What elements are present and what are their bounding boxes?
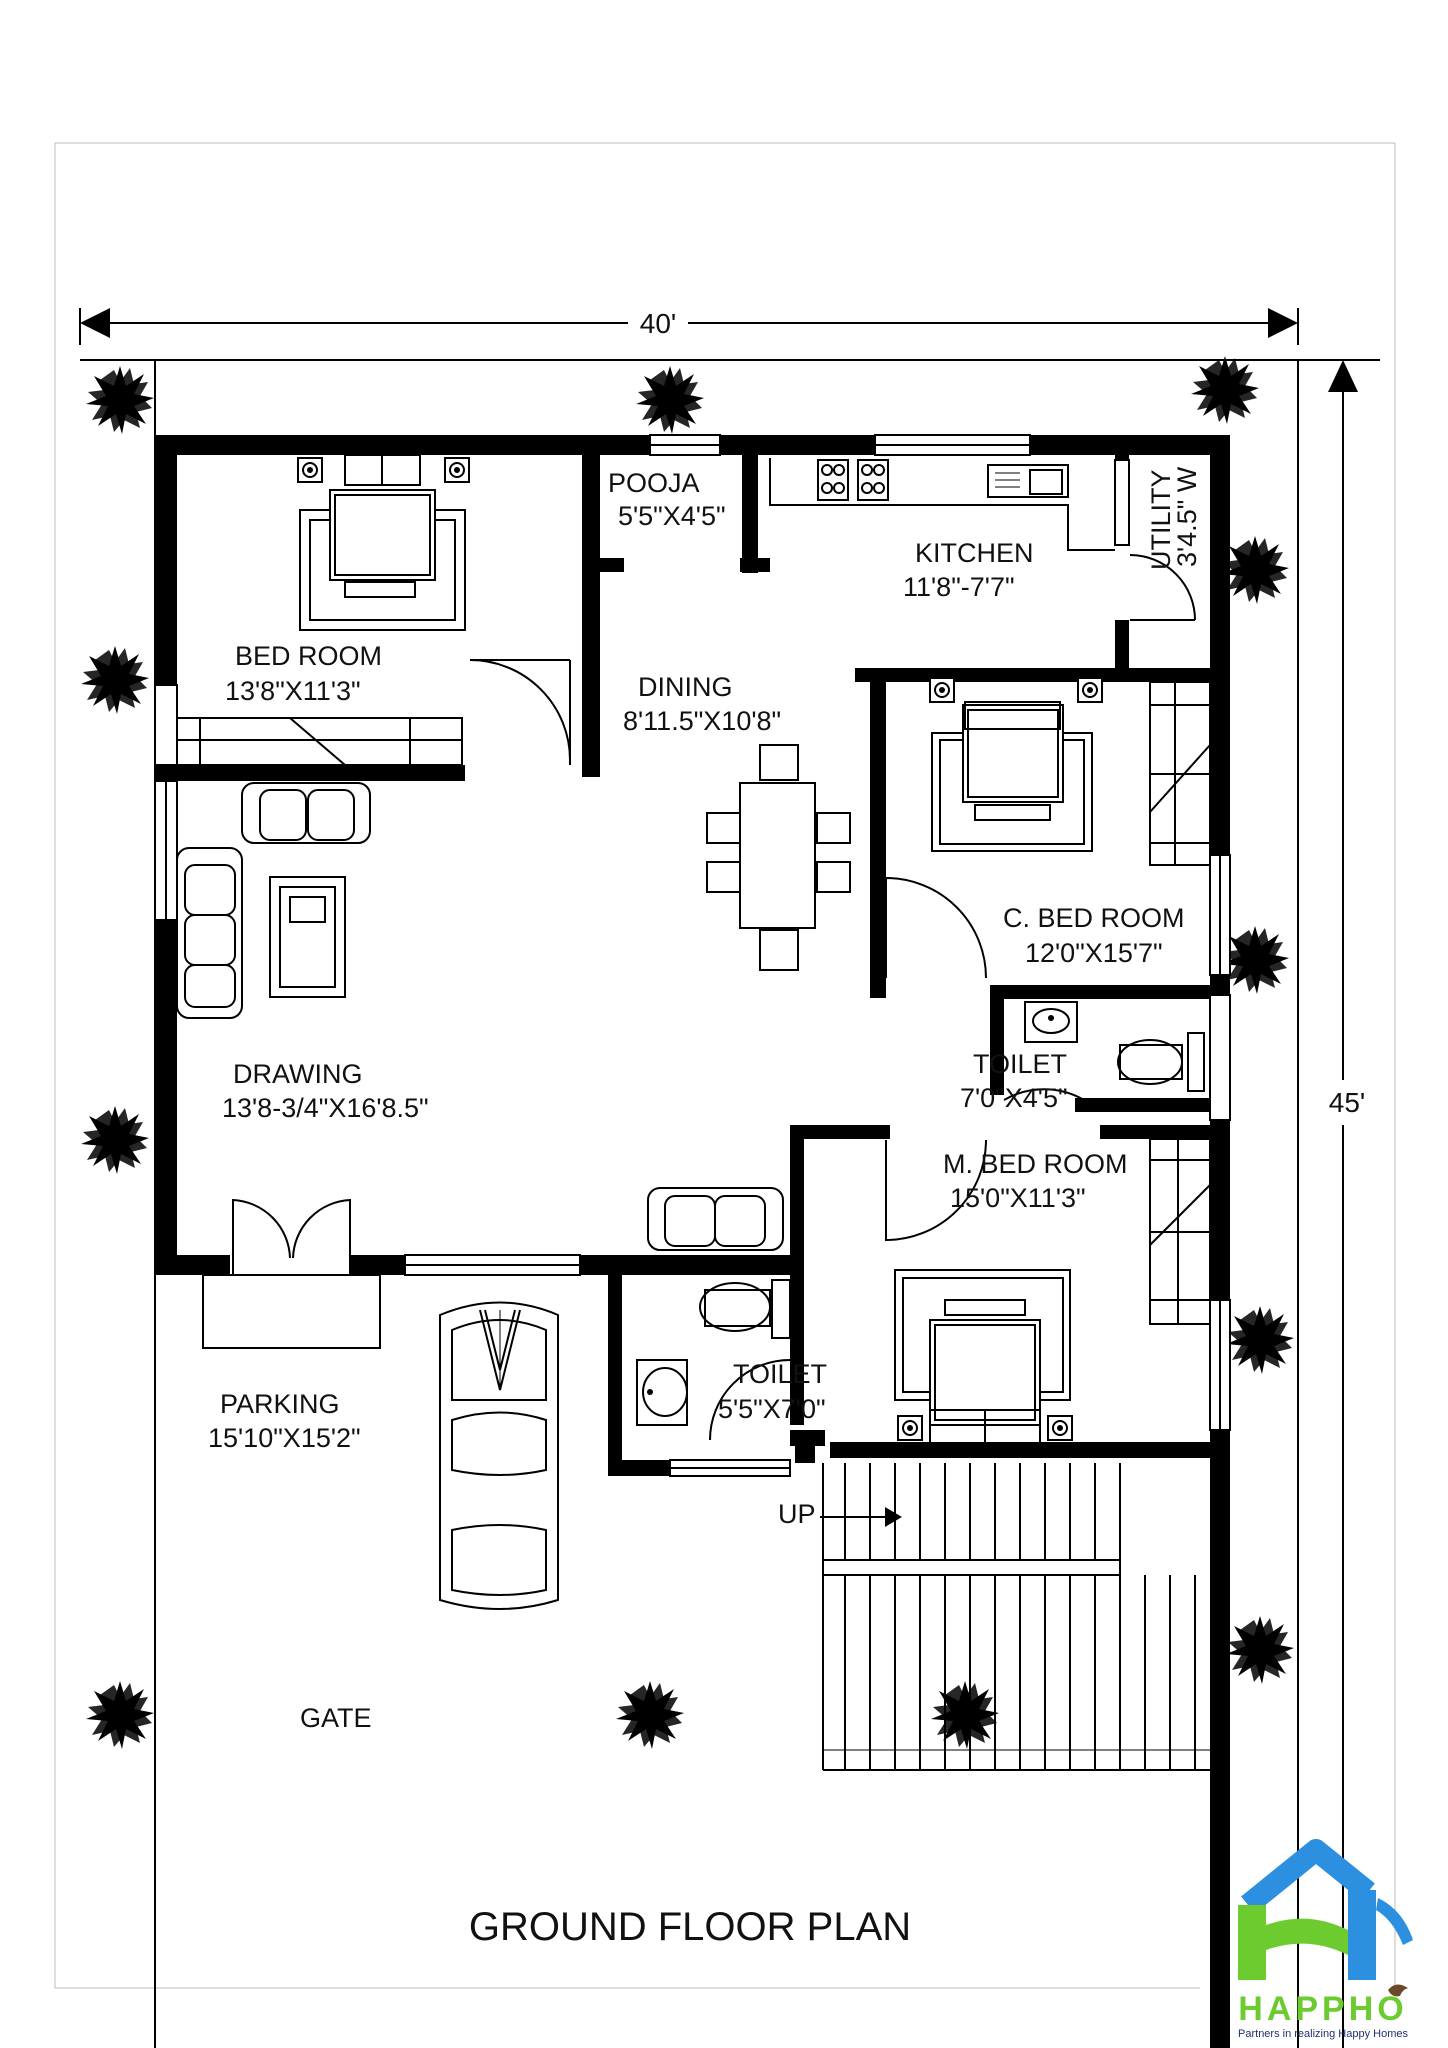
stairs-up-label: UP — [778, 1499, 816, 1529]
utility-name: UTILITY — [1146, 469, 1176, 570]
bedroom-bed — [297, 454, 470, 631]
kitchen-size: 11'8"-7'7" — [903, 572, 1015, 602]
pooja-name: POOJA — [608, 468, 700, 498]
m-bedroom-wardrobe — [1149, 1138, 1211, 1325]
toilet-1-size: 7'0"X4'5" — [960, 1083, 1068, 1113]
depth-dimension: 45' — [1320, 360, 1370, 2048]
drawing-sofas — [176, 782, 784, 1251]
parking-size: 15'10"X15'2" — [208, 1423, 361, 1453]
happho-logo: HAPPHO Partners in realizing Happy Homes — [1218, 1810, 1433, 2040]
bedroom-wardrobe — [176, 717, 463, 766]
m-bed-room-size: 15'0"X11'3" — [950, 1183, 1086, 1213]
parking-name: PARKING — [220, 1389, 340, 1419]
toilet-1-name: TOILET — [973, 1049, 1067, 1079]
drawing-size: 13'8-3/4"X16'8.5" — [222, 1093, 429, 1123]
doors — [232, 554, 1196, 1441]
porch-step — [202, 1274, 381, 1349]
kitchen-name: KITCHEN — [915, 538, 1034, 568]
happho-logo-mark: HAPPHO Partners in realizing Happy Homes — [1238, 1839, 1413, 2040]
m-bedroom-bed — [894, 1269, 1073, 1444]
c-bed-room-size: 12'0"X15'7" — [1025, 938, 1163, 968]
sheet-frame — [54, 142, 1396, 1989]
bed-room-size: 13'8"X11'3" — [225, 676, 361, 706]
logo-tagline: Partners in realizing Happy Homes — [1238, 2028, 1408, 2040]
toilet-2-name: TOILET — [733, 1359, 827, 1389]
walls — [155, 435, 1230, 2048]
m-bed-room-name: M. BED ROOM — [943, 1149, 1128, 1179]
windows — [154, 434, 1231, 1477]
plan-title: GROUND FLOOR PLAN — [469, 1905, 911, 1949]
gate-label: GATE — [300, 1703, 372, 1733]
c-bed-room-name: C. BED ROOM — [1003, 903, 1185, 933]
c-bedroom-bed — [929, 677, 1103, 852]
width-dimension: 40' — [79, 300, 1299, 345]
kitchen-sink — [987, 464, 1069, 498]
pooja-size: 5'5"X4'5" — [618, 501, 726, 531]
bed-room-name: BED ROOM — [235, 641, 382, 671]
plot-boundary — [80, 359, 1380, 2048]
parking-car — [439, 1301, 559, 1610]
furniture — [176, 454, 1211, 1771]
toilet-2-fixtures — [636, 1279, 791, 1426]
dining-name: DINING — [638, 672, 733, 702]
garden-plants — [81, 356, 1294, 1749]
staircase — [820, 1463, 1210, 1771]
width-dimension-label: 40' — [640, 308, 677, 339]
logo-brand: HAPPHO — [1238, 1990, 1407, 2028]
dining-table — [706, 744, 851, 971]
toilet-1-fixtures — [1024, 1001, 1205, 1092]
c-bedroom-wardrobe — [1149, 681, 1211, 866]
dining-size: 8'11.5"X10'8" — [623, 706, 781, 736]
room-labels: BED ROOM 13'8"X11'3" POOJA 5'5"X4'5" KIT… — [208, 466, 1202, 1733]
depth-dimension-label: 45' — [1329, 1087, 1366, 1118]
drawing-name: DRAWING — [233, 1059, 363, 1089]
utility-size: 3'4.5" W — [1172, 466, 1202, 567]
toilet-2-size: 5'5"X7'0" — [718, 1394, 826, 1424]
